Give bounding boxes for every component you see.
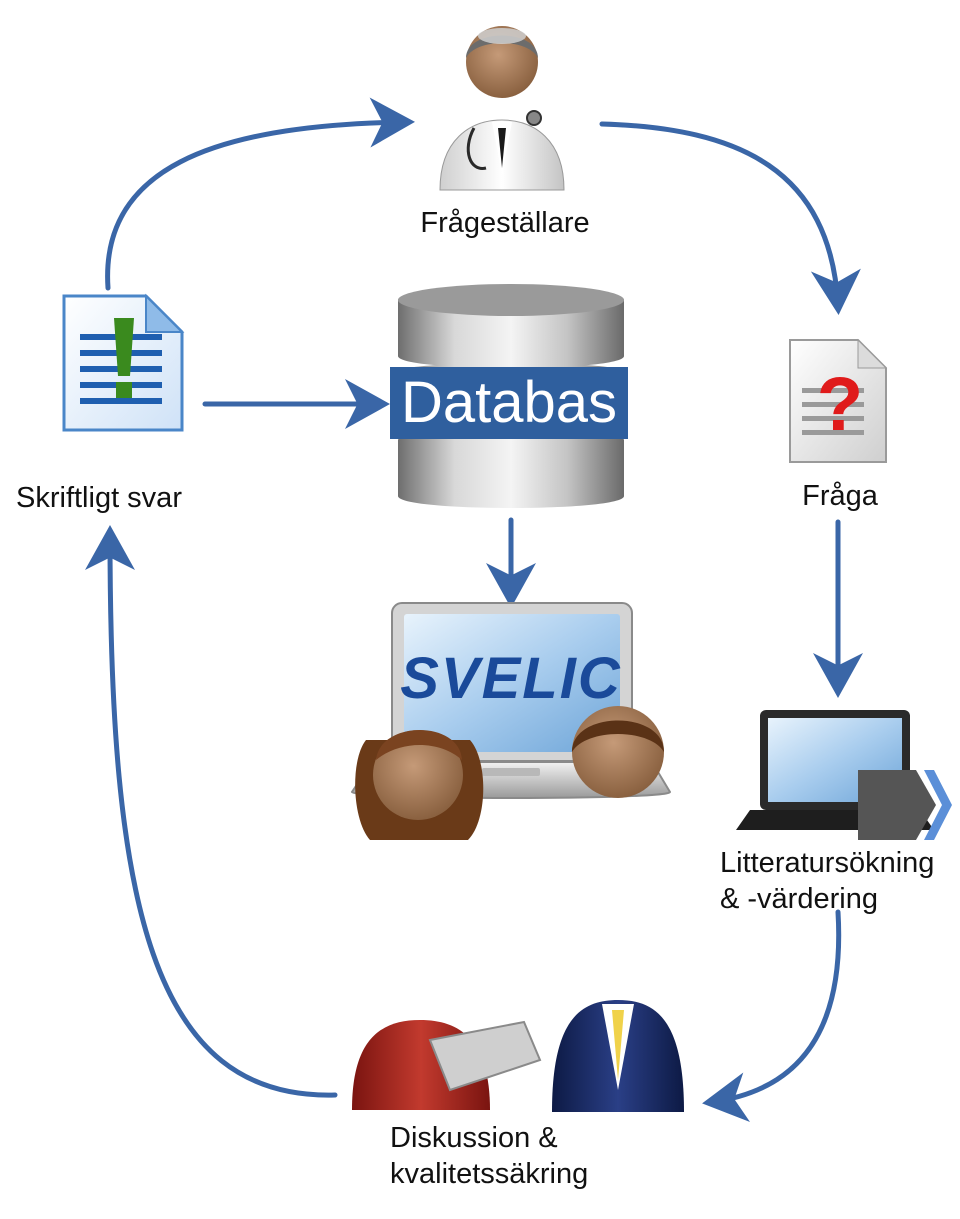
svg-text:?: ?: [817, 362, 863, 447]
arrow-literature-to-discussion: [702, 909, 842, 1123]
discussion-label-line2: kvalitetssäkring: [390, 1158, 589, 1190]
literature-label-line1: Litteratursökning: [720, 847, 935, 879]
svelic-logo: SVELIC: [400, 646, 622, 711]
database-label: Databas: [390, 367, 628, 439]
doctor-icon: [439, 26, 565, 191]
arrow-questioner-to-question: [599, 121, 861, 315]
literature-label-line2: & -värdering: [720, 883, 878, 915]
people-icon: [352, 706, 684, 1112]
questioner-label: Frågeställare: [420, 207, 590, 239]
arrows: [85, 97, 863, 1123]
literature-label: Litteratursökning & -värdering: [720, 845, 934, 917]
written-answer-label: Skriftligt svar: [16, 482, 182, 514]
document-question-icon: ?: [789, 338, 888, 463]
laptop-arrow-icon: [736, 710, 952, 840]
arrow-discussion-to-answer: [85, 525, 338, 1098]
document-exclamation-icon: [62, 293, 185, 432]
question-label: Fråga: [802, 480, 878, 512]
discussion-label: Diskussion & kvalitetssäkring: [390, 1120, 588, 1192]
arrow-answer-to-questioner: [105, 97, 415, 291]
discussion-label-line1: Diskussion &: [390, 1122, 558, 1154]
